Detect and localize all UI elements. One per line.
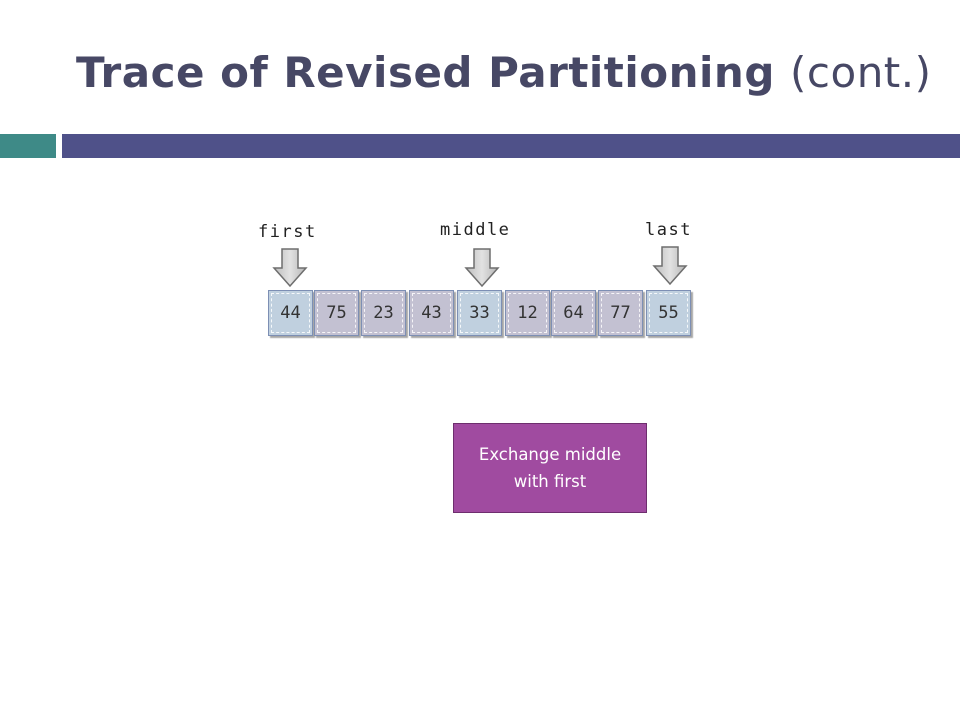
title-underline-bar bbox=[62, 134, 960, 158]
array-cell: 43 bbox=[409, 290, 454, 336]
pointer-label-middle: middle bbox=[440, 220, 511, 240]
first-pointer-arrow-icon bbox=[272, 248, 308, 288]
pointer-label-last: last bbox=[645, 220, 692, 240]
array-cell: 64 bbox=[551, 290, 596, 336]
slide-title-sub: (cont.) bbox=[790, 48, 932, 97]
last-pointer-arrow-icon bbox=[652, 246, 688, 286]
title-accent-bar bbox=[0, 134, 56, 158]
middle-pointer-arrow-icon bbox=[464, 248, 500, 288]
array-cell: 33 bbox=[457, 290, 502, 336]
slide-title-main: Trace of Revised Partitioning bbox=[76, 48, 775, 97]
pointer-label-first: first bbox=[258, 222, 317, 242]
array-cell: 77 bbox=[598, 290, 643, 336]
exchange-note-box: Exchange middle with first bbox=[453, 423, 647, 513]
slide-title: Trace of Revised Partitioning (cont.) bbox=[76, 48, 932, 97]
array-cell: 23 bbox=[361, 290, 406, 336]
array-cell: 44 bbox=[268, 290, 313, 336]
exchange-note-text: Exchange middle with first bbox=[478, 445, 622, 491]
array-cell: 75 bbox=[314, 290, 359, 336]
array-cell: 55 bbox=[646, 290, 691, 336]
array-cell: 12 bbox=[505, 290, 550, 336]
